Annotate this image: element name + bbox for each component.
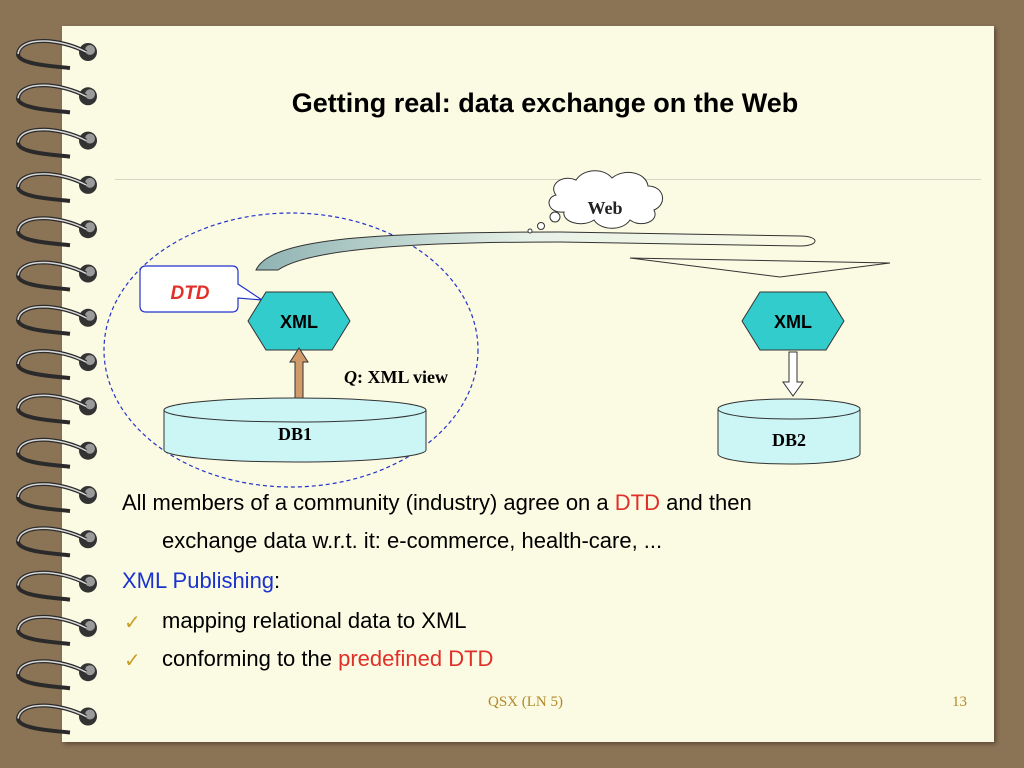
xml-publishing-highlight: XML Publishing: [122, 568, 275, 593]
binding-wire-shine: [17, 306, 87, 320]
xml-left-label: XML: [280, 312, 318, 332]
web-cloud-label: Web: [587, 198, 622, 218]
load-down-arrow: [782, 351, 804, 397]
binding-hole-highlight: [85, 620, 95, 631]
web-transfer-arrow: [255, 231, 816, 271]
cloud-bubble-medium: [537, 222, 545, 230]
binding-wire-shine: [17, 571, 87, 586]
dtd-callout-label: DTD: [170, 283, 209, 304]
binding-hole-highlight: [85, 89, 95, 100]
binding-wire-shine: [17, 128, 87, 143]
binding-hole-highlight: [85, 310, 95, 321]
page-number: 13: [952, 694, 967, 710]
cloud-bubble-small: [527, 228, 533, 234]
binding-wire-shine: [17, 704, 87, 719]
bullet-2: XML Publishing:: [122, 568, 281, 593]
binding-hole-highlight: [85, 45, 95, 55]
query-text: : XML view: [357, 367, 448, 387]
bullet-1-line-1: All members of a community (industry) ag…: [122, 490, 752, 515]
binding-hole-highlight: [85, 488, 95, 498]
binding-hole-highlight: [85, 133, 95, 144]
xml-right-label: XML: [774, 312, 812, 332]
binding-wire-shine: [17, 438, 87, 453]
query-prefix: Q: [344, 367, 357, 387]
db2-cylinder-top: [717, 398, 861, 420]
binding-wire-shine: [17, 660, 87, 675]
bullet-3: mapping relational data to XML: [162, 608, 467, 633]
binding-hole-highlight: [85, 532, 95, 543]
binding-wire-shine: [17, 173, 87, 188]
binding-wire-shine: [17, 483, 87, 498]
binding-wire-shine: [17, 616, 87, 631]
db2-label: DB2: [772, 430, 806, 450]
predefined-dtd-highlight: predefined DTD: [338, 646, 494, 671]
db1-cylinder-top: [163, 397, 427, 423]
publishing-boundary-ellipse: [103, 212, 479, 488]
binding-hole-highlight: [85, 709, 95, 720]
query-up-arrow: [289, 347, 309, 407]
check-icon: ✓: [124, 612, 141, 634]
binding-hole-highlight: [85, 443, 95, 454]
binding-wire-shine: [17, 350, 87, 365]
cloud-bubble-large: [549, 211, 561, 223]
binding-hole-highlight: [85, 399, 95, 410]
binding-hole-highlight: [85, 665, 95, 676]
binding-hole-highlight: [85, 222, 95, 233]
xml-right-hexagon: [741, 291, 845, 351]
dtd-callout: [139, 265, 263, 313]
binding-wire-shine: [17, 217, 87, 232]
binding-hole-highlight: [85, 355, 95, 366]
db1-label: DB1: [278, 424, 312, 444]
binding-wire-shine: [17, 394, 87, 409]
bullet-4: conforming to the predefined DTD: [162, 646, 494, 671]
xml-left-hexagon: [247, 291, 351, 351]
binding-wire-shine: [17, 84, 87, 99]
binding-wire-shine: [17, 40, 87, 55]
binding-wire-shine: [17, 261, 87, 276]
binding-wire-shine: [17, 527, 87, 542]
title-divider: [115, 179, 981, 180]
slide-title: Getting real: data exchange on the Web: [291, 88, 799, 118]
spiral-binding: [15, 39, 97, 735]
web-cloud: [548, 170, 663, 229]
check-icon: ✓: [124, 650, 141, 672]
slide-page: [62, 26, 994, 742]
web-arrow-head: [629, 257, 891, 278]
db2-cylinder: [717, 409, 861, 465]
bullet-1-line-2: exchange data w.r.t. it: e-commerce, hea…: [162, 528, 663, 553]
dtd-highlight: DTD: [614, 490, 660, 515]
binding-hole-highlight: [85, 576, 95, 587]
binding-hole-highlight: [85, 266, 95, 277]
footer-label: QSX (LN 5): [488, 694, 563, 710]
binding-hole-highlight: [85, 177, 95, 188]
db1-cylinder: [163, 410, 427, 463]
query-label: Q: XML view: [344, 367, 448, 387]
